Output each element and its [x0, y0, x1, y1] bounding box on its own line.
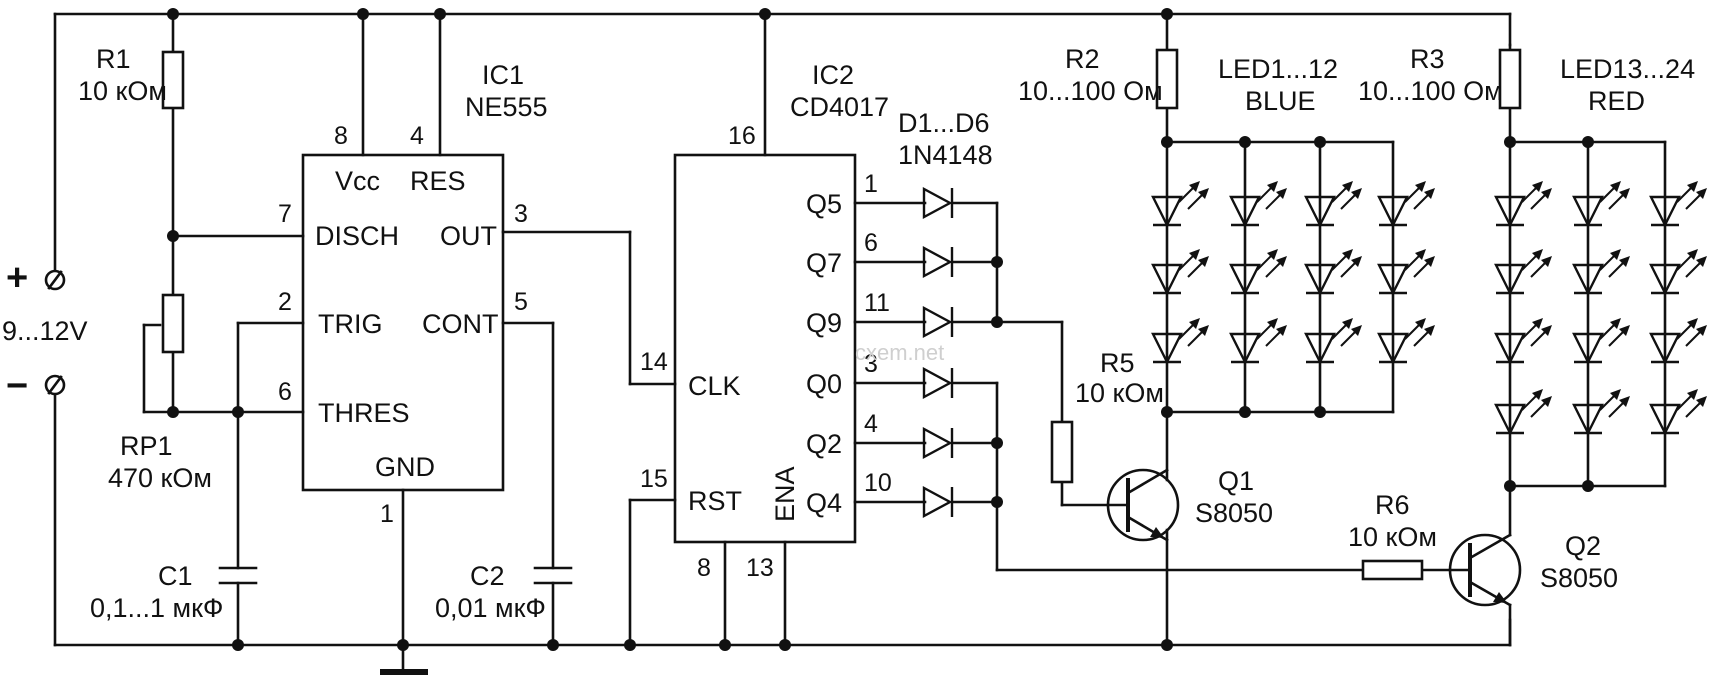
ic1-pinnum-gnd: 1 — [380, 500, 394, 528]
r3-ref: R3 — [1410, 44, 1445, 74]
r6-ref: R6 — [1375, 490, 1410, 520]
junction-dots — [167, 8, 1594, 651]
q1-value: S8050 — [1195, 498, 1273, 528]
ic2-pinnum-q9: 11 — [864, 289, 890, 317]
r6-value: 10 кОм — [1348, 522, 1437, 552]
ic1-pinnum-cont: 5 — [514, 288, 528, 316]
supply-terminal-minus — [44, 374, 66, 396]
ic1-pinnum-thres: 6 — [278, 378, 292, 406]
transistor-q2 — [1448, 533, 1522, 647]
resistor-r1 — [161, 50, 185, 110]
r3-value: 10...100 Ом — [1358, 76, 1503, 106]
c2-value: 0,01 мкФ — [435, 593, 546, 623]
rp1-ref: RP1 — [120, 431, 173, 461]
ic2-pinnum-vss: 8 — [697, 554, 711, 582]
ic1-pin-gnd: GND — [375, 452, 435, 482]
resistor-r2 — [1155, 48, 1179, 110]
led-red-value: RED — [1588, 86, 1645, 116]
supply-terminal-plus — [44, 269, 66, 291]
ic2-part: CD4017 — [790, 92, 889, 122]
ic2-pin-q9: Q9 — [806, 308, 842, 338]
led-column-red-1 — [1494, 140, 1554, 488]
led-blue-value: BLUE — [1245, 86, 1316, 116]
q1-ref: Q1 — [1218, 466, 1254, 496]
ic2-pinnum-q4: 10 — [864, 469, 892, 497]
ic2-pin-clk: CLK — [688, 371, 741, 401]
ic2-pinnum-q7: 6 — [864, 229, 878, 257]
supply-voltage-label: 9...12V — [2, 316, 88, 346]
ic2-pin-ena: ENA — [770, 466, 800, 522]
ic1-body — [301, 153, 505, 492]
led-columns — [1151, 140, 1709, 488]
ic2-pin-rst: RST — [688, 486, 742, 516]
led-column-blue-4 — [1377, 140, 1437, 414]
diodes-ref: D1...D6 — [898, 108, 990, 138]
supply-plus-label: + — [6, 257, 28, 299]
ic1-pin-res: RES — [410, 166, 466, 196]
ic2-pinnum-ena: 13 — [746, 554, 774, 582]
led-column-red-3 — [1649, 140, 1709, 488]
diodes-value: 1N4148 — [898, 140, 993, 170]
potentiometer-rp1 — [161, 293, 185, 354]
led-red-ref: LED13...24 — [1560, 54, 1695, 84]
transistor-q1 — [1106, 468, 1180, 542]
ic1-pinnum-trig: 2 — [278, 288, 292, 316]
q2-value: S8050 — [1540, 563, 1618, 593]
resistor-r3 — [1498, 48, 1522, 110]
ic1-pin-vcc: Vcc — [335, 166, 380, 196]
ic2-pinnum-q5: 1 — [864, 170, 878, 198]
rp1-value: 470 кОм — [108, 463, 212, 493]
ic1-pin-disch: DISCH — [315, 221, 399, 251]
ic1-part: NE555 — [465, 92, 548, 122]
watermark: cxem.net — [855, 340, 944, 365]
ic2-pin-q0: Q0 — [806, 369, 842, 399]
led-column-blue-3 — [1304, 140, 1364, 414]
ic2-pinnum-rst: 15 — [640, 465, 668, 493]
r2-ref: R2 — [1065, 44, 1100, 74]
capacitor-c2 — [533, 566, 573, 585]
c1-value: 0,1...1 мкФ — [90, 593, 223, 623]
led-column-red-2 — [1572, 140, 1632, 488]
ic1-pin-thres: THRES — [318, 398, 410, 428]
ic2-pinnum-q2: 4 — [864, 410, 878, 438]
ic2-pinnum-q0: 3 — [864, 350, 878, 378]
ic2-pinnum-vdd: 16 — [728, 122, 756, 150]
led-column-blue-1 — [1151, 140, 1211, 414]
capacitor-c1 — [218, 566, 258, 585]
led-blue-ref: LED1...12 — [1218, 54, 1338, 84]
ic1-pinnum-out: 3 — [514, 200, 528, 228]
resistor-r6 — [1361, 559, 1424, 581]
ic2-pin-q5: Q5 — [806, 189, 842, 219]
ic1-name: IC1 — [482, 60, 524, 90]
ic2-name: IC2 — [812, 60, 854, 90]
r5-value: 10 кОм — [1075, 378, 1164, 408]
r1-value: 10 кОм — [78, 76, 167, 106]
r5-ref: R5 — [1100, 348, 1135, 378]
ic1-pin-cont: CONT — [422, 309, 499, 339]
ic2-pin-q7: Q7 — [806, 248, 842, 278]
ic2-pin-q4: Q4 — [806, 488, 842, 518]
c2-ref: C2 — [470, 561, 505, 591]
supply-minus-label: − — [6, 365, 28, 407]
wires — [53, 12, 1667, 675]
ic2-pinnum-clk: 14 — [640, 348, 668, 376]
r1-ref: R1 — [96, 44, 131, 74]
ic1-pinnum-vcc: 8 — [334, 122, 348, 150]
q2-ref: Q2 — [1565, 531, 1601, 561]
ic1-pin-trig: TRIG — [318, 309, 383, 339]
resistor-r5 — [1050, 420, 1074, 484]
ic2-body — [673, 153, 857, 544]
ic2-pin-q2: Q2 — [806, 429, 842, 459]
c1-ref: C1 — [158, 561, 193, 591]
led-column-blue-2 — [1229, 140, 1289, 414]
r2-value: 10...100 Ом — [1018, 76, 1163, 106]
ic1-pinnum-disch: 7 — [278, 200, 292, 228]
ic1-pinnum-res: 4 — [410, 122, 424, 150]
ic1-pin-out: OUT — [440, 221, 497, 251]
